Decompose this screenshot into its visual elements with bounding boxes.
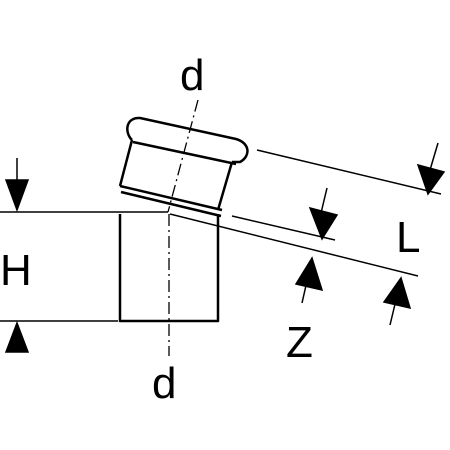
joint-bead-inner [120,190,222,218]
socket-rim [126,116,249,164]
joint-bead-outer [119,184,223,212]
label-l: L [396,213,420,262]
lower-pipe-leg [118,214,220,323]
label-d-top: d [180,51,204,100]
arrow-h-bottom [4,320,30,353]
label-d-bottom: d [152,359,176,408]
centre-lines [167,99,199,356]
label-h: H [0,246,32,295]
dimension-arrows [4,142,446,353]
arrow-h-top [4,158,30,213]
arrow-l-bottom [382,276,412,326]
extension-line-z-bottom [169,213,419,277]
socket-inner-line [132,140,237,166]
arrow-z-bottom [294,256,324,304]
upper-socket-body [118,139,234,211]
extension-lines [0,149,442,322]
extension-line-l-top [256,149,442,195]
centre-line-upper [167,99,199,213]
pipe-bend-fitting [118,116,249,323]
extension-line-z-top [231,215,336,241]
arrow-z-top [308,187,339,241]
arrow-l-top [416,142,446,196]
label-z: Z [286,318,313,367]
